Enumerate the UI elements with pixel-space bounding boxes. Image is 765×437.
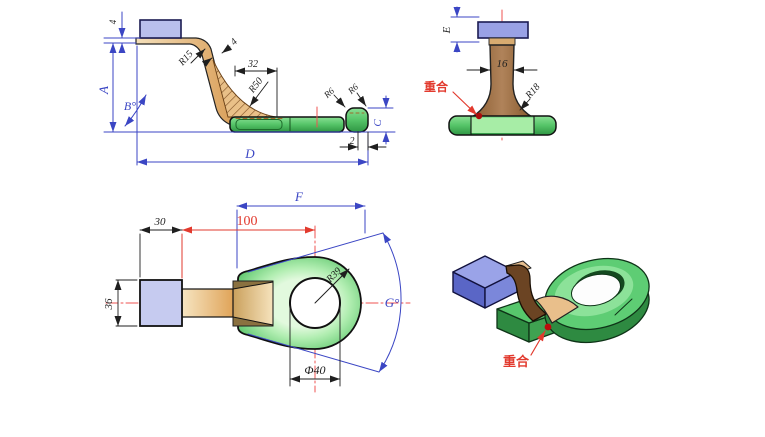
dim-label-32: 32 [247,59,258,70]
iso-coincide-dot [544,323,552,331]
side-base-inner-outline [235,119,283,130]
iso-coincide-leader [530,330,546,356]
front-plate-collar [488,37,516,46]
top-black-dim-lines [114,226,341,387]
dim-label-16: 16 [497,58,509,70]
dim-label-b-angle: B° [124,99,136,113]
iso-coincide-label: 重合 [503,354,530,370]
dim-label-r18: R18 [523,82,543,102]
top-view: F 100 30 36 R39 G° Φ40 [103,189,411,393]
front-coincide-dot [475,112,483,120]
front-coincide-leader [452,91,478,116]
dim-label-offset-4: 4 [108,19,118,24]
side-black-dim-lines [190,44,387,151]
front-black-dim-lines [466,66,538,111]
dim-label-36: 36 [103,298,115,311]
top-funnel [232,281,274,326]
front-view: E 16 R18 重合 [424,6,557,143]
iso-ring-seam [614,298,633,316]
dim-label-e: E [441,26,453,34]
side-view: 4 A B° R15 4 32 R50 R6 R6 C 2 D [96,11,396,166]
iso-view: 重合 [452,255,650,370]
dim-label-r6-left: R6 [321,85,336,100]
iso-bent-arm [505,264,547,322]
dim-label-30: 30 [154,216,167,228]
iso-hole [570,273,622,307]
front-mount-block [477,21,529,39]
dim-label-c: C [372,119,384,127]
dim-label-thickness-4: 4 [229,37,240,48]
top-shaft [181,288,234,318]
dim-label-r50: R50 [246,76,265,96]
iso-gusset [535,295,579,324]
dim-label-d: D [244,146,255,161]
front-e-dim-lines [450,6,480,53]
top-mount-block [139,279,183,327]
side-mount-block [139,19,182,39]
dim-label-g-angle: G° [385,295,400,310]
dim-label-2: 2 [350,136,355,147]
side-end-cap [345,107,369,133]
dim-label-100: 100 [237,214,258,229]
top-red-dim-lines [181,226,316,279]
dim-label-r15: R15 [176,49,196,69]
front-base-center [471,118,534,133]
side-blue-dim-lines [103,11,396,166]
front-coincide-label: 重合 [424,79,449,94]
dim-label-dia40: Φ40 [304,363,325,377]
dim-label-a: A [96,86,111,95]
dim-label-f: F [294,189,304,204]
top-blue-dim-lines [236,202,402,373]
top-r39-leader [314,268,350,304]
